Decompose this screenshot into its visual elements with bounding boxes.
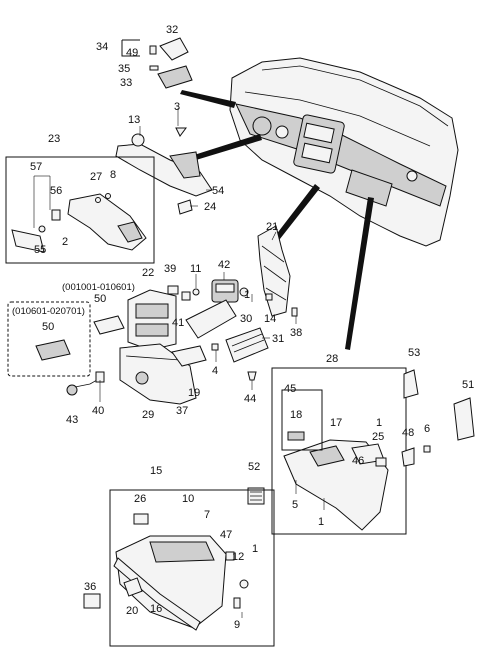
callout-33: 33	[120, 77, 132, 89]
callout-32: 32	[166, 24, 178, 36]
callout-17: 17	[330, 417, 342, 429]
callout-54: 54	[212, 185, 224, 197]
callout-50a: 50	[94, 293, 106, 305]
callout-25: 25	[372, 431, 384, 443]
callout-35: 35	[118, 63, 130, 75]
callout-3: 3	[174, 101, 180, 113]
glove-box-15	[113, 513, 249, 631]
callout-1a: 1	[244, 289, 250, 301]
pointer-arrow	[194, 134, 262, 160]
bracket-21	[257, 225, 291, 317]
callout-12: 12	[232, 551, 244, 563]
wire-40-43	[66, 371, 105, 396]
callout-8: 8	[110, 169, 116, 181]
callout-37: 37	[176, 405, 188, 417]
callout-27: 27	[90, 171, 102, 183]
variant-box-010601-020701	[7, 301, 91, 377]
callout-21: 21	[266, 221, 278, 233]
switch-42	[167, 279, 298, 317]
center-panel-23	[11, 193, 147, 253]
callout-34: 34	[96, 41, 108, 53]
callout-2: 2	[62, 236, 68, 248]
callout-6: 6	[424, 423, 430, 435]
callout-55: 55	[34, 244, 46, 256]
date-range-010601-020701: (010601-020701)	[12, 306, 85, 317]
callout-14: 14	[264, 313, 276, 325]
callout-47: 47	[220, 529, 232, 541]
callout-57: 57	[30, 161, 42, 173]
callout-51: 51	[462, 379, 474, 391]
panel-30	[185, 299, 237, 339]
callout-38: 38	[290, 327, 302, 339]
callout-11: 11	[190, 263, 201, 275]
trim-51	[453, 397, 475, 441]
trim-53	[403, 369, 419, 399]
callout-36: 36	[84, 581, 96, 593]
callout-46: 46	[352, 455, 364, 467]
callout-42: 42	[218, 259, 230, 271]
lower-bracket-54	[115, 127, 213, 215]
part-36	[83, 593, 101, 609]
callout-labels: 32 34 49 35 33 3 13 23 57 27 8 56 54 24 …	[12, 24, 474, 631]
callout-44: 44	[244, 393, 256, 405]
callout-53: 53	[408, 347, 420, 359]
screw-6	[423, 445, 431, 453]
center-bezel-22	[127, 289, 177, 351]
callout-41: 41	[172, 317, 184, 329]
fastener-44	[247, 371, 257, 381]
callout-56: 56	[50, 185, 62, 197]
callout-29: 29	[142, 409, 154, 421]
callout-1d: 1	[252, 543, 258, 555]
callout-52: 52	[248, 461, 260, 473]
date-range-001001-010601: (001001-010601)	[62, 282, 135, 293]
pointer-arrow	[180, 90, 236, 108]
callout-40: 40	[92, 405, 104, 417]
callout-45: 45	[284, 383, 296, 395]
panel-31	[225, 327, 269, 363]
dashboard-assembly	[229, 57, 459, 247]
part-group-32-33	[121, 37, 193, 89]
callout-31: 31	[272, 333, 284, 345]
group-box-23	[5, 156, 155, 264]
callout-30: 30	[240, 313, 252, 325]
pointer-arrow	[272, 184, 320, 244]
callout-19: 19	[188, 387, 200, 399]
callout-9: 9	[234, 619, 240, 631]
box-50	[93, 315, 125, 335]
callout-20: 20	[126, 605, 138, 617]
callout-39: 39	[164, 263, 176, 275]
callout-16: 16	[150, 603, 162, 615]
callout-26: 26	[134, 493, 146, 505]
cover-19-37	[171, 343, 219, 367]
callout-7: 7	[204, 509, 210, 521]
leader-lines	[33, 108, 325, 618]
callout-48: 48	[402, 427, 414, 439]
callout-1b: 1	[376, 417, 382, 429]
callout-23: 23	[48, 133, 60, 145]
callout-50b: 50	[42, 321, 54, 333]
callout-10: 10	[182, 493, 194, 505]
bracket-48	[401, 447, 415, 467]
callout-22: 22	[142, 267, 154, 279]
callout-28: 28	[326, 353, 338, 365]
callout-13: 13	[128, 114, 140, 126]
callout-5: 5	[292, 499, 298, 511]
label-52	[247, 487, 265, 505]
callout-43: 43	[66, 414, 78, 426]
pointer-arrow	[345, 197, 374, 350]
callout-1c: 1	[318, 516, 324, 528]
box-50-variant	[35, 339, 71, 361]
callout-4: 4	[212, 365, 218, 377]
callout-24: 24	[204, 201, 216, 213]
glove-box-28	[281, 389, 389, 531]
callout-18: 18	[290, 409, 302, 421]
group-box-15	[109, 489, 275, 647]
callout-49: 49	[126, 47, 138, 59]
callout-15: 15	[150, 465, 162, 477]
